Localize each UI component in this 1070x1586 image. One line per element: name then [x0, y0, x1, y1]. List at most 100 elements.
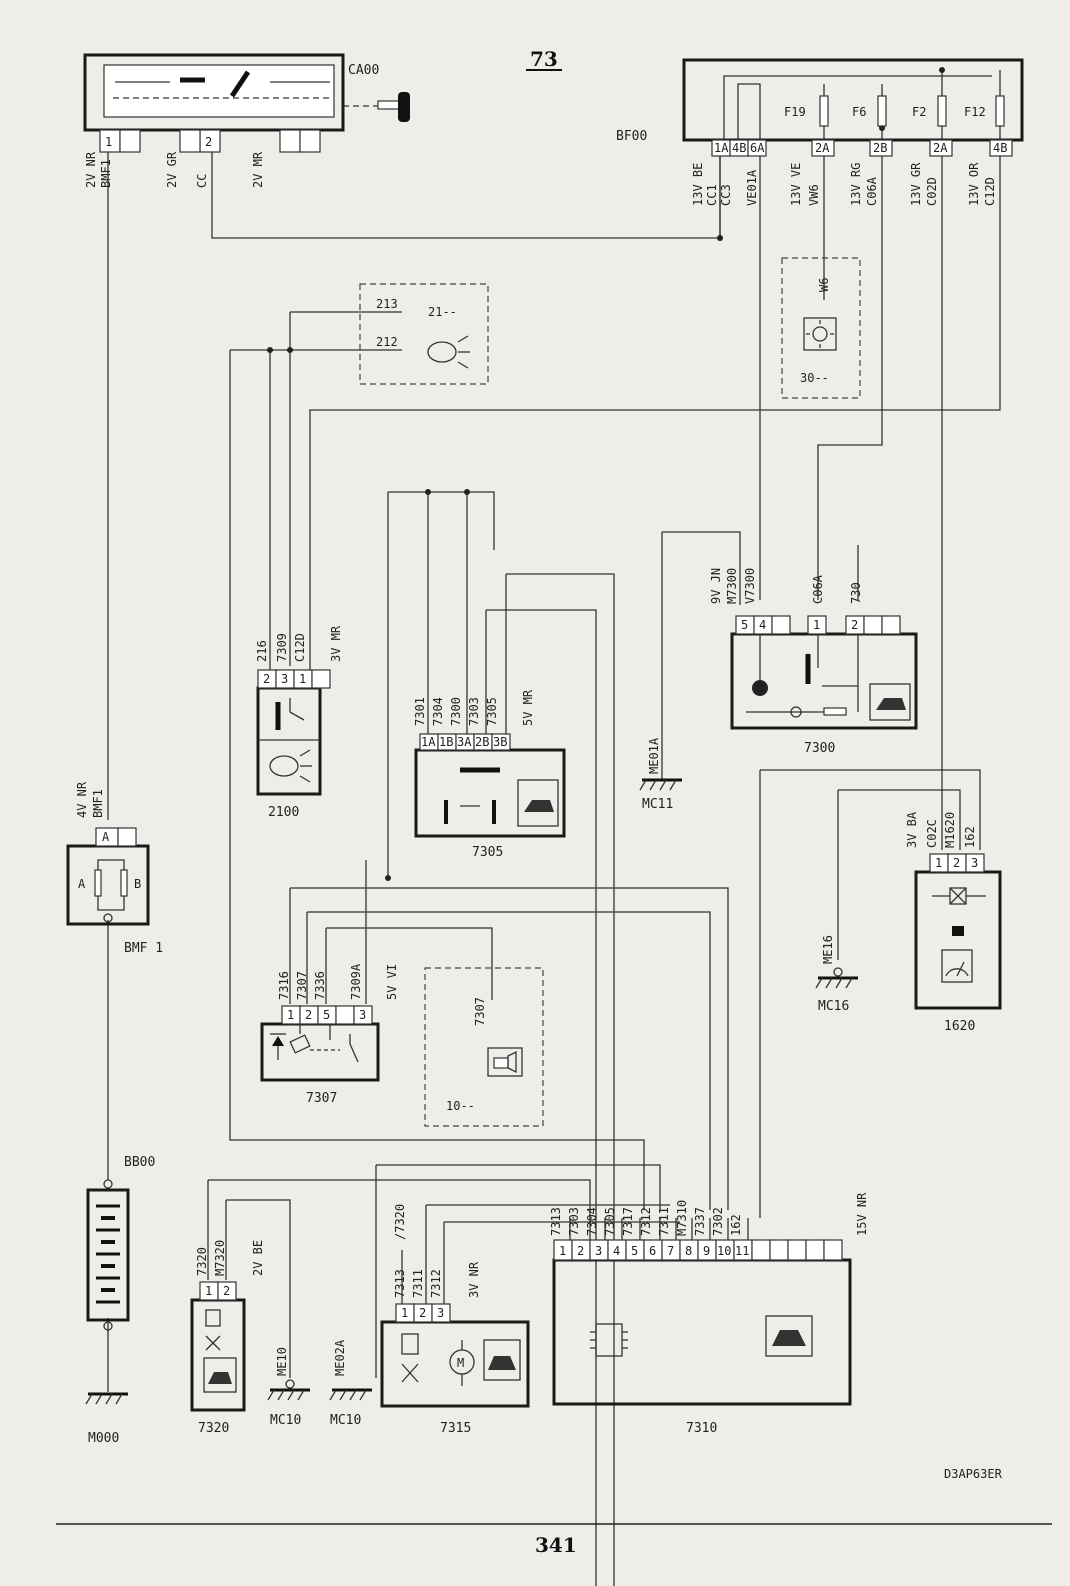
- c7315-label: 7315: [440, 1421, 471, 1436]
- bf00-wire-2-gauge: 13V VE: [789, 163, 803, 206]
- bf00-wire-5-gauge: 13V OR: [967, 162, 981, 206]
- ref-wire-7307: 7307: [473, 997, 487, 1026]
- ref-code-30: 30--: [800, 371, 829, 385]
- fuse-f2: F2: [912, 105, 926, 119]
- led-icon: [752, 680, 768, 696]
- bmf1-pin-b: B: [134, 877, 141, 891]
- c7305-wire-gauge: 5V MR: [521, 689, 535, 726]
- c7310-pin-7: 7: [667, 1244, 674, 1258]
- c7315-wire-7320: /7320: [393, 1204, 407, 1240]
- bmf1-pin-a-top: A: [102, 830, 110, 844]
- bf00-label: BF00: [616, 129, 647, 144]
- ground-mc10-b: MC10 ME02A: [329, 1339, 372, 1428]
- c7310-wire-7313: 7313: [549, 1207, 563, 1236]
- c2100-wire-gauge: 3V MR: [329, 625, 343, 662]
- c7305-wire-7303: 7303: [467, 697, 481, 726]
- c7300-label: 7300: [804, 741, 835, 756]
- c7305-pin-2b: 2B: [475, 735, 489, 749]
- c7305-wire-7305: 7305: [485, 697, 499, 726]
- battery-icon: [96, 1204, 120, 1304]
- c2100-pin-3: 3: [281, 672, 288, 686]
- c7320-pin-2: 2: [223, 1284, 230, 1298]
- c7305-label: 7305: [472, 845, 503, 860]
- c7315-pin-1: 1: [401, 1306, 408, 1320]
- c2100-wire-216: 216: [255, 640, 269, 662]
- component-7315: 1 2 3 M 7315 7313 7311 7312 /7320 3V NR: [380, 1204, 530, 1436]
- c2100-pin-1: 1: [299, 672, 306, 686]
- bf00-pin-2a-f19: 2A: [815, 141, 830, 155]
- c1620-label: 1620: [944, 1019, 975, 1034]
- c7320-wire-m7320: M7320: [213, 1240, 227, 1276]
- ground-m000: M000: [85, 1392, 128, 1446]
- ref-wire-212: 212: [376, 335, 398, 349]
- c7310-pin-1: 1: [559, 1244, 566, 1258]
- bmf1-label: BMF 1: [124, 941, 163, 956]
- stop-lamp-icon: [269, 755, 299, 777]
- c7300-wire-730: 730: [849, 582, 863, 604]
- c7305-wire-7300: 7300: [449, 697, 463, 726]
- component-7305: 1A 1B 3A 2B 3B 7305 7301 7304 7300 7303 …: [413, 689, 566, 860]
- c7310-wire-7311: 7311: [657, 1207, 671, 1236]
- c7305-wire-7301: 7301: [413, 697, 427, 726]
- c7307-label: 7307: [306, 1091, 337, 1106]
- vehicle-alarm-icon: [869, 683, 911, 721]
- c7320-label: 7320: [198, 1421, 229, 1436]
- horn-icon: [487, 1047, 523, 1077]
- c7310-wire-gauge: 15V NR: [855, 1192, 869, 1236]
- c1620-pin-3: 3: [971, 856, 978, 870]
- speedometer-icon: [941, 949, 973, 983]
- ground-mc10a-label: MC10: [270, 1413, 301, 1428]
- c7310-pin-9: 9: [703, 1244, 710, 1258]
- vehicle-alarm-icon: [203, 1357, 237, 1393]
- component-ca00: 1 2 CA00 2V NR BMF1 2V GR CC 2V MR: [83, 53, 410, 188]
- c7300-wire-v7300: V7300: [743, 568, 757, 604]
- ref-code-21: 21--: [428, 305, 457, 319]
- c7307-wire-7307: 7307: [295, 971, 309, 1000]
- ca00-wire-2-gauge: 2V GR: [165, 151, 179, 188]
- ca00-pin-1: 1: [105, 135, 112, 149]
- ground-mc16: MC16 ME16: [815, 935, 858, 1014]
- bf00-wire-1-cc3: CC3: [719, 184, 733, 206]
- headlamp-icon: [427, 335, 470, 369]
- c7300-wire-m7300: M7300: [725, 568, 739, 604]
- wires: [107, 70, 1001, 1586]
- c7315-pin-3: 3: [437, 1306, 444, 1320]
- ref-box-21: 213 212 21--: [359, 283, 489, 385]
- fuse-f12: F12: [964, 105, 986, 119]
- c2100-label: 2100: [268, 805, 299, 820]
- page-number: 341: [535, 1533, 577, 1557]
- vehicle-alarm-icon: [483, 1339, 521, 1381]
- bf00-pin-2a-f2: 2A: [933, 141, 948, 155]
- c7307-wire-7316: 7316: [277, 971, 291, 1000]
- c7300-wire-c06a: C06A: [811, 574, 825, 604]
- c1620-wire-c02c: C02C: [925, 819, 939, 848]
- c7310-wire-7304: 7304: [585, 1207, 599, 1236]
- ground-mc10a-wire: ME10: [275, 1347, 289, 1376]
- c7310-label: 7310: [686, 1421, 717, 1436]
- bmf1-wire-gauge: 4V NR: [75, 781, 89, 818]
- component-bb00: BB00: [86, 1155, 155, 1331]
- ca00-wire-1-code: BMF1: [99, 159, 113, 188]
- ground-mc10b-wire: ME02A: [333, 1339, 347, 1376]
- c7310-wire-7312: 7312: [639, 1207, 653, 1236]
- c7305-pin-1b: 1B: [439, 735, 453, 749]
- c7307-wire-7309a: 7309A: [349, 963, 363, 1000]
- vehicle-alarm-icon: [765, 1315, 813, 1357]
- c7315-wire-7313: 7313: [393, 1269, 407, 1298]
- ref-wire-w6: W6: [817, 278, 831, 292]
- vehicle-alarm-icon: [517, 779, 559, 827]
- c7315-wire-7312: 7312: [429, 1269, 443, 1298]
- c7315-wire-gauge: 3V NR: [467, 1261, 481, 1298]
- ground-mc10b-label: MC10: [330, 1413, 361, 1428]
- c1620-pin-2: 2: [953, 856, 960, 870]
- component-7310: 1 2 3 4 5 6 7 8 9 10 11 7310 7313 7303 7…: [549, 1192, 869, 1436]
- bf00-wire-5-code: C12D: [983, 177, 997, 206]
- component-1620: 1 2 3 1620 3V BA C02C M1620 162: [905, 811, 1002, 1034]
- bf00-wire-4-gauge: 13V GR: [909, 162, 923, 206]
- c7307-wire-gauge: 5V VI: [385, 964, 399, 1000]
- bf00-wire-4-code: C02D: [925, 177, 939, 206]
- ecu-chip-icon: [590, 1323, 628, 1357]
- c2100-wire-7309: 7309: [275, 633, 289, 662]
